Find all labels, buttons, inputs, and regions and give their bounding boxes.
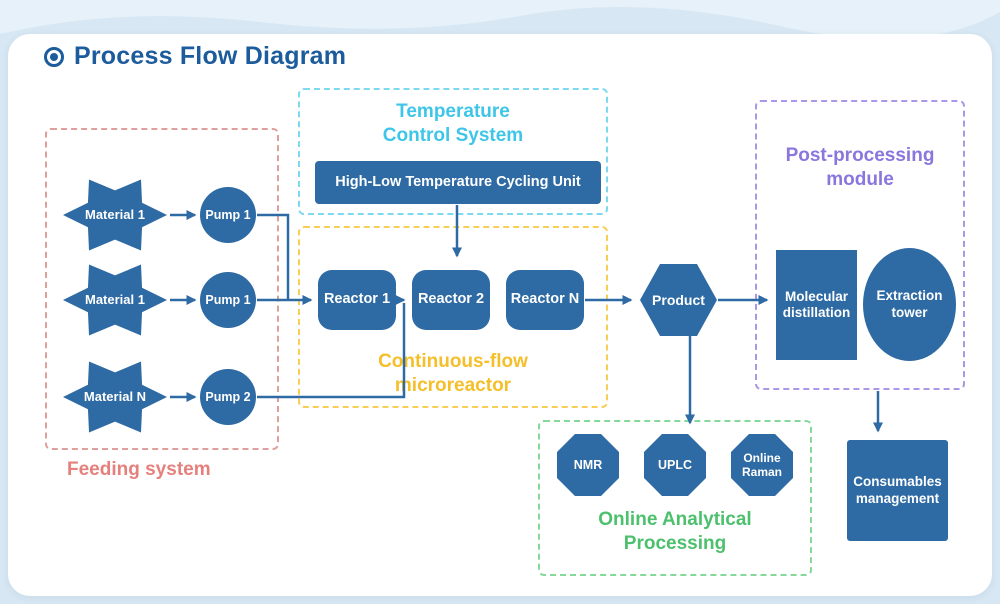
analytical-label: Online Analytical Processing (598, 509, 752, 554)
pump-2-label: Pump 1 (205, 292, 251, 307)
page-header: Process Flow Diagram (44, 42, 346, 71)
page-title: Process Flow Diagram (74, 42, 347, 70)
temperature-cycling-unit: High-Low Temperature Cycling Unit (315, 161, 601, 204)
pump-2-circle: Pump 1 (200, 272, 256, 328)
online-raman-octagon: Online Raman (731, 434, 793, 496)
online-raman-label: Online Raman (741, 450, 782, 479)
reactor-n: Reactor N (506, 270, 584, 330)
extraction-tower-node: Extraction tower (863, 248, 956, 361)
pump-n-circle: Pump 2 (200, 369, 256, 425)
nmr-label: NMR (573, 457, 603, 472)
pump-1-label: Pump 1 (205, 207, 251, 222)
reactor-1-label: Reactor 1 (323, 291, 391, 308)
post-processing-title: Post-processing module (785, 145, 935, 190)
material-1-label: Material 1 (85, 207, 145, 223)
molecular-distillation-label: Molecular distillation (782, 288, 851, 320)
microreactor-label: Continuous-flow microreactor (378, 351, 528, 396)
feeding-system-label: Feeding system (67, 459, 211, 480)
uplc-label: UPLC (657, 457, 693, 472)
pump-n-label: Pump 2 (205, 389, 251, 404)
consumables-label: Consumables management (853, 474, 942, 506)
reactor-1: Reactor 1 (318, 270, 396, 330)
material-n-label: Material N (83, 389, 147, 405)
top-wave-decoration (0, 0, 1000, 38)
temperature-control-box (298, 88, 608, 215)
reactor-n-label: Reactor N (510, 291, 580, 308)
material-2-label: Material 1 (85, 292, 145, 308)
pump-1-circle: Pump 1 (200, 187, 256, 243)
nmr-octagon: NMR (557, 434, 619, 496)
uplc-octagon: UPLC (644, 434, 706, 496)
temperature-control-title: Temperature Control System (382, 101, 524, 146)
molecular-distillation-node: Molecular distillation (776, 250, 857, 360)
post-processing-box (755, 100, 965, 390)
temperature-cycling-unit-label: High-Low Temperature Cycling Unit (335, 173, 581, 190)
reactor-2: Reactor 2 (412, 270, 490, 330)
consumables-node: Consumables management (847, 440, 948, 541)
product-label: Product (652, 291, 705, 308)
extraction-tower-label: Extraction tower (876, 288, 943, 320)
reactor-2-label: Reactor 2 (417, 291, 485, 308)
eye-icon (44, 46, 64, 67)
eye-icon-dot (50, 52, 58, 61)
analytical-box (538, 420, 812, 576)
